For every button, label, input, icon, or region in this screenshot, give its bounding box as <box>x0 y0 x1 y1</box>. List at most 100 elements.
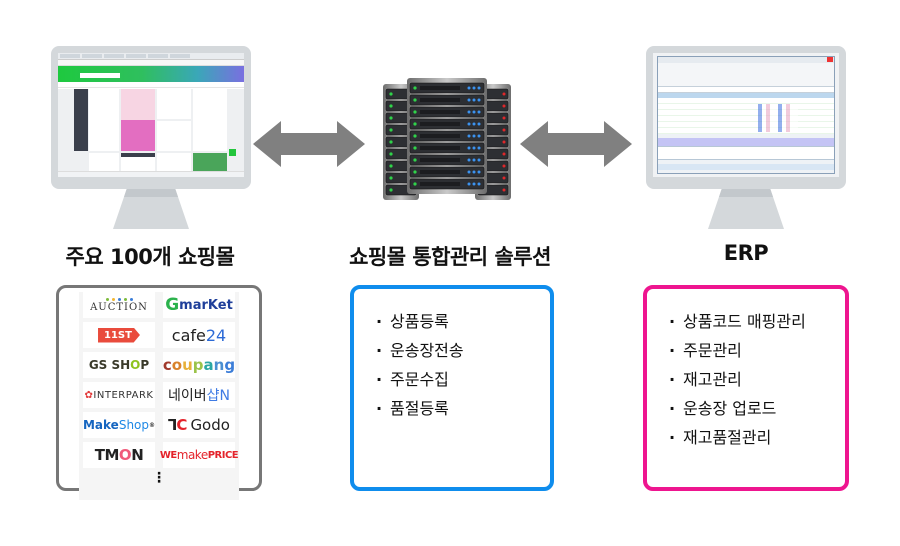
alert-led <box>502 128 506 132</box>
erp-features-box: ·상품코드 매핑관리 ·주문관리 ·재고관리 ·운송장 업로드 ·재고품절관리 <box>643 285 849 491</box>
close-icon <box>827 57 833 62</box>
alert-led <box>502 176 506 180</box>
integrated-solution-title: 쇼핑몰 통합관리 솔루션 <box>349 245 551 269</box>
coupang-letter: c <box>162 356 172 374</box>
monitor-bezel <box>646 46 846 189</box>
solution-feature-list: ·상품등록 ·운송장전송 ·주문수집 ·품절등록 <box>376 311 464 427</box>
floating-button <box>229 149 236 156</box>
activity-led <box>477 98 481 102</box>
product-card <box>121 153 155 157</box>
coupang-letter: u <box>182 356 193 374</box>
activity-led <box>467 134 471 138</box>
activity-led <box>477 86 481 90</box>
status-led <box>389 104 393 108</box>
site-nav <box>58 82 244 88</box>
coupang-letter: o <box>171 356 183 374</box>
product-card <box>121 157 155 171</box>
erp-detail-grid <box>658 146 834 160</box>
activity-led <box>467 122 471 126</box>
site-content <box>58 89 244 171</box>
feature-item: ·재고관리 <box>669 370 742 389</box>
erp-window <box>657 56 835 174</box>
product-card <box>157 89 191 119</box>
alert-led <box>502 152 506 156</box>
feature-item: ·상품코드 매핑관리 <box>669 312 806 331</box>
status-led <box>413 182 417 186</box>
activity-led <box>472 134 476 138</box>
feature-item: ·재고품절관리 <box>669 428 772 447</box>
erp-order-grid <box>658 98 834 134</box>
status-led <box>389 92 393 96</box>
alert-led <box>502 92 506 96</box>
activity-led <box>477 158 481 162</box>
naver-shopn-logo: 네이버 샵N <box>163 382 235 408</box>
erp-screen <box>653 53 839 177</box>
erp-grid-header <box>658 93 834 98</box>
erp-monitor <box>646 46 846 232</box>
drive-bay <box>420 134 460 138</box>
alert-led <box>502 164 506 168</box>
product-card <box>193 153 227 171</box>
activity-led <box>472 182 476 186</box>
browser-status-bar <box>58 171 244 177</box>
activity-led <box>472 98 476 102</box>
status-led <box>413 122 417 126</box>
auction-dots-icon <box>105 297 133 302</box>
status-led <box>389 152 393 156</box>
alert-led <box>502 104 506 108</box>
product-card <box>157 121 191 151</box>
activity-led <box>477 122 481 126</box>
activity-led <box>472 170 476 174</box>
monitor-stand <box>113 189 189 229</box>
auction-logo: AUCTION <box>83 292 155 318</box>
activity-led <box>477 110 481 114</box>
activity-led <box>472 86 476 90</box>
more-malls-indicator: ⋮ <box>152 470 166 486</box>
activity-led <box>472 110 476 114</box>
feature-item: ·운송장전송 <box>376 341 464 360</box>
drive-bay <box>420 86 460 90</box>
activity-led <box>472 122 476 126</box>
activity-led <box>467 182 471 186</box>
drive-bay <box>420 98 460 102</box>
drive-bay <box>420 158 460 162</box>
drive-bay <box>420 110 460 114</box>
shopping-malls-title: 주요 100개 쇼핑몰 <box>65 245 235 269</box>
alert-led <box>502 188 506 192</box>
bidirectional-arrow-icon <box>520 121 632 167</box>
activity-led <box>477 182 481 186</box>
11st-logo: 11ST <box>83 322 155 348</box>
drive-bay <box>420 146 460 150</box>
product-card <box>157 153 191 171</box>
feature-item: ·주문관리 <box>669 341 742 360</box>
status-led <box>389 128 393 132</box>
product-card <box>89 153 119 171</box>
erp-button-bar <box>658 87 834 93</box>
drive-bay <box>420 170 460 174</box>
erp-footer <box>658 164 834 170</box>
status-led <box>413 86 417 90</box>
status-led <box>413 134 417 138</box>
status-led <box>389 188 393 192</box>
coupang-letter: p <box>192 356 204 374</box>
product-card <box>89 89 119 151</box>
erp-feature-list: ·상품코드 매핑관리 ·주문관리 ·재고관리 ·운송장 업로드 ·재고품절관리 <box>669 311 806 456</box>
drive-bay <box>420 122 460 126</box>
category-sidebar <box>74 89 88 151</box>
activity-led <box>477 146 481 150</box>
status-led <box>413 146 417 150</box>
activity-led <box>467 170 471 174</box>
feature-item: ·주문수집 <box>376 370 449 389</box>
site-header <box>58 66 244 82</box>
erp-title: ERP <box>723 241 769 265</box>
feature-item: ·상품등록 <box>376 312 449 331</box>
drive-bay <box>420 182 460 186</box>
